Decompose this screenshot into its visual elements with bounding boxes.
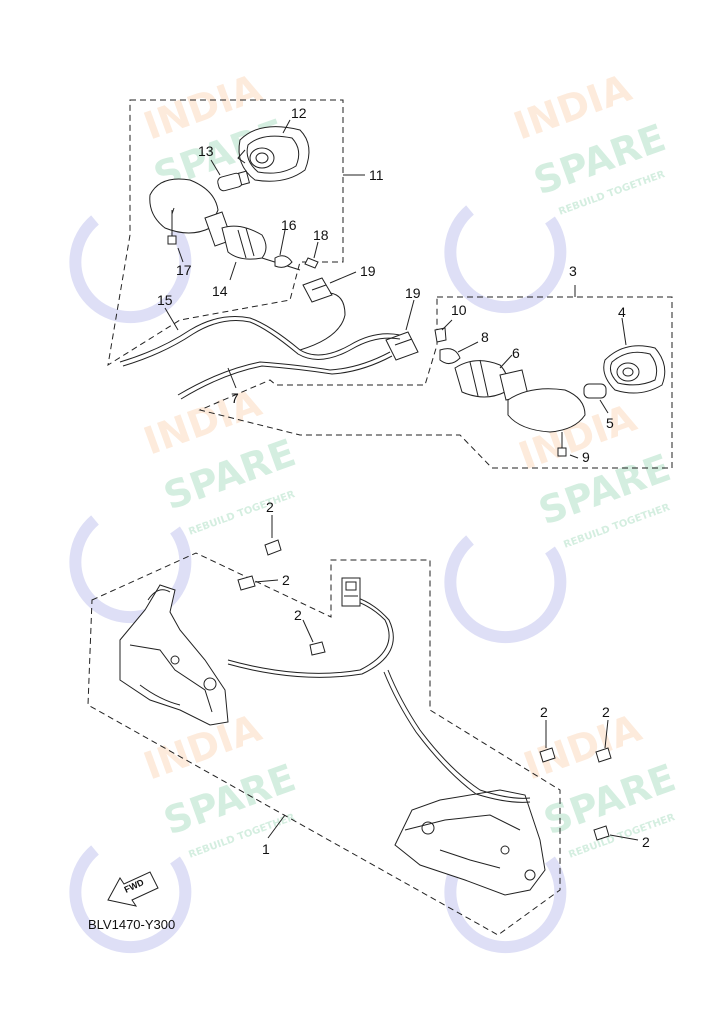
screw-2-c bbox=[302, 619, 326, 656]
callout-18: 18 bbox=[313, 227, 329, 243]
leader-8 bbox=[457, 341, 479, 353]
leader-15 bbox=[164, 307, 179, 331]
callout-19-left: 19 bbox=[360, 263, 376, 279]
socket-body-14 bbox=[204, 211, 301, 281]
callout-7: 7 bbox=[231, 390, 239, 406]
connector-19-right bbox=[385, 299, 419, 361]
callout-2-d: 2 bbox=[540, 704, 548, 720]
callout-10: 10 bbox=[451, 302, 467, 318]
callout-16: 16 bbox=[281, 217, 297, 233]
callout-numbers: 1 2 2 2 2 2 2 3 4 5 6 7 8 9 10 11 12 13 … bbox=[157, 105, 650, 857]
callout-2-c: 2 bbox=[294, 607, 302, 623]
callout-19-right: 19 bbox=[405, 285, 421, 301]
screw-2-d bbox=[539, 720, 556, 763]
callout-2-a: 2 bbox=[266, 499, 274, 515]
callout-12: 12 bbox=[291, 105, 307, 121]
callout-1: 1 bbox=[262, 841, 270, 857]
screw-17 bbox=[167, 207, 184, 263]
callout-2-f: 2 bbox=[642, 834, 650, 850]
wire-7 bbox=[177, 351, 393, 400]
leader-16 bbox=[279, 229, 286, 256]
leader-7 bbox=[227, 367, 237, 389]
callout-11: 11 bbox=[369, 167, 384, 183]
socket-body-6 bbox=[454, 354, 529, 401]
callout-4: 4 bbox=[618, 304, 626, 320]
watermark-mid-right: INDIA SPARE REBUILD TOGETHER bbox=[444, 396, 676, 644]
diagram-code: BLV1470-Y300 bbox=[88, 917, 176, 932]
leader-4 bbox=[621, 317, 627, 346]
callout-9: 9 bbox=[582, 449, 590, 465]
group-11-outline bbox=[107, 99, 344, 367]
leader-2-c bbox=[302, 619, 314, 643]
bulb-5 bbox=[583, 383, 609, 414]
screw-2-e bbox=[595, 719, 612, 763]
connector-plug bbox=[341, 577, 361, 607]
leader-19-right bbox=[405, 299, 415, 331]
screw-10 bbox=[434, 319, 453, 343]
watermark-top-right: INDIA SPARE REBUILD TOGETHER bbox=[444, 66, 671, 314]
callout-13: 13 bbox=[198, 143, 214, 159]
grommet-16 bbox=[274, 229, 293, 268]
leader-18 bbox=[313, 241, 319, 259]
callout-5: 5 bbox=[606, 415, 614, 431]
leader-13 bbox=[210, 159, 221, 176]
bracket-left bbox=[119, 584, 229, 726]
callout-2-b: 2 bbox=[282, 572, 290, 588]
group-3-outline bbox=[198, 296, 673, 469]
group-1-outline bbox=[87, 552, 561, 936]
leader-2-e bbox=[604, 719, 609, 749]
callout-6: 6 bbox=[512, 345, 520, 361]
leader-12 bbox=[282, 119, 291, 134]
lens-housing-12 bbox=[237, 119, 310, 182]
leader-6 bbox=[499, 354, 513, 369]
screw-2-f bbox=[593, 825, 639, 841]
lens-cover-right bbox=[507, 388, 586, 433]
callout-2-e: 2 bbox=[602, 704, 610, 720]
leader-1 bbox=[267, 814, 286, 839]
bracket-right bbox=[394, 789, 546, 896]
watermark-bottom-left: INDIA SPARE REBUILD TOGETHER bbox=[69, 706, 301, 954]
screw-18 bbox=[304, 241, 319, 269]
callout-14: 14 bbox=[212, 283, 228, 299]
connector-19-left bbox=[302, 271, 357, 303]
callout-8: 8 bbox=[481, 329, 489, 345]
screw-9 bbox=[557, 432, 579, 459]
fwd-arrow-icon bbox=[107, 871, 159, 907]
wire-harness bbox=[227, 596, 531, 803]
callout-3: 3 bbox=[569, 263, 577, 279]
leader-9 bbox=[569, 454, 579, 459]
bulb-13 bbox=[210, 159, 251, 192]
grommet-8 bbox=[439, 341, 479, 364]
leader-14 bbox=[229, 261, 237, 281]
lens-housing-4 bbox=[603, 317, 666, 394]
leader-5 bbox=[599, 399, 609, 414]
screw-2-a bbox=[264, 515, 282, 556]
callout-15: 15 bbox=[157, 292, 173, 308]
leader-19-left bbox=[329, 271, 357, 284]
leader-17 bbox=[177, 247, 184, 263]
leader-2-b bbox=[254, 579, 279, 583]
screw-2-b bbox=[237, 575, 279, 591]
wire-15 bbox=[119, 292, 401, 367]
callout-17: 17 bbox=[176, 262, 192, 278]
leader-2-f bbox=[609, 834, 639, 841]
leader-10 bbox=[441, 319, 453, 331]
